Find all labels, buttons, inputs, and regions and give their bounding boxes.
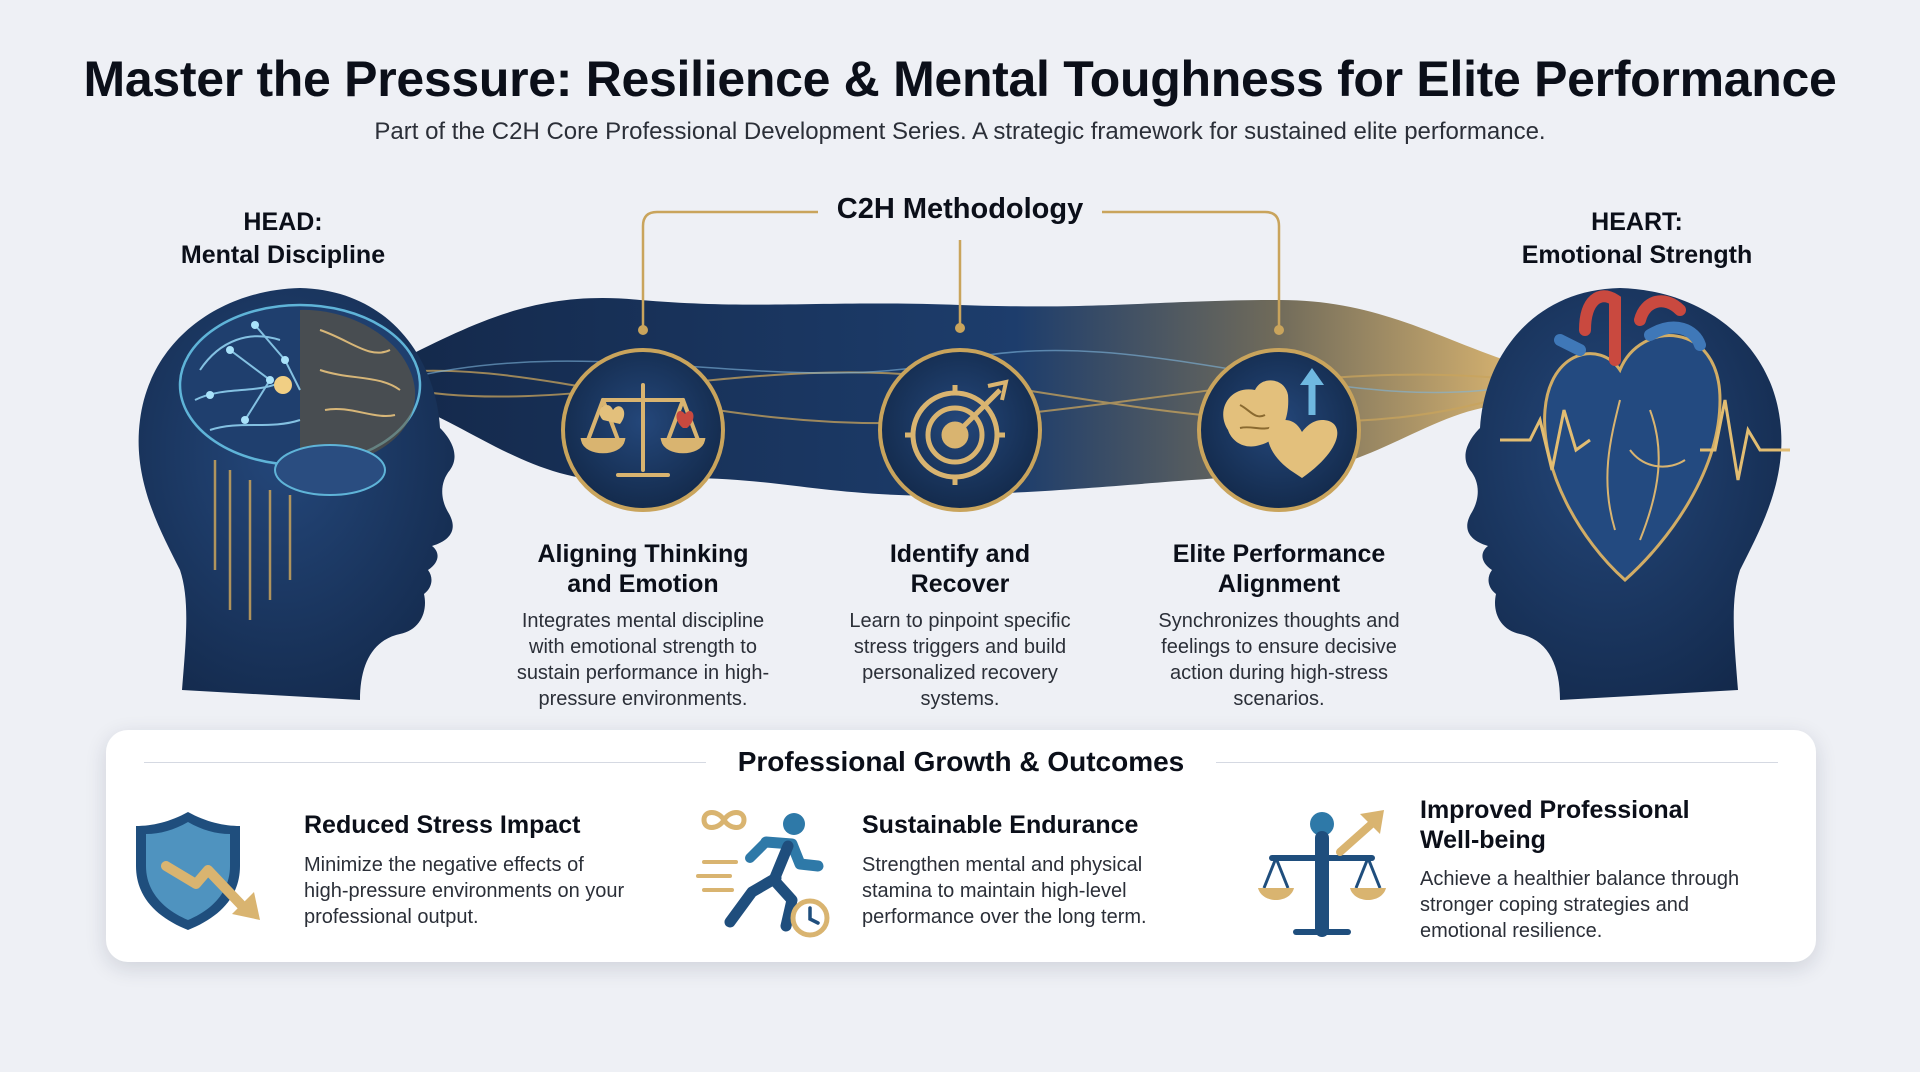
methodology-label: C2H Methodology	[836, 193, 1084, 225]
heart-label: HEART: Emotional Strength	[1521, 208, 1753, 269]
head-label: HEAD: Mental Discipline	[180, 208, 386, 269]
target-arrow-icon	[905, 379, 1009, 485]
outcome-title-2: Sustainable Endurance	[862, 811, 1139, 839]
stage-title-3: Elite Performance Alignment	[1172, 540, 1386, 598]
shield-down-arrow-icon	[136, 812, 260, 930]
stage-desc-1: Integrates mental discipline with emotio…	[516, 610, 770, 710]
balance-person-icon	[1258, 810, 1386, 937]
heart-head-silhouette	[1465, 288, 1790, 700]
outcomes-panel: Professional Growth & Outcomes Reduced S…	[106, 730, 1816, 962]
outcome-title-3: Improved Professional Well-being	[1420, 796, 1690, 854]
outcome-desc-1: Minimize the negative effects of high-pr…	[304, 854, 625, 928]
heartbeat-line	[1500, 399, 1790, 481]
brain-heart-arrow-up-icon	[1223, 368, 1338, 478]
runner-clock-icon	[696, 810, 830, 938]
heart-icon	[1543, 290, 1722, 583]
divider	[1216, 762, 1778, 763]
stage-medallion-3	[1197, 348, 1361, 512]
page-title: Master the Pressure: Resilience & Mental…	[83, 51, 1837, 107]
c2h-diagram	[138, 210, 1790, 700]
stage-medallion-1	[561, 348, 725, 512]
page-subtitle: Part of the C2H Core Professional Develo…	[374, 118, 1546, 145]
stage-title-2: Identify and Recover	[889, 540, 1031, 598]
scale-brain-heart-icon	[580, 383, 706, 477]
stage-medallion-2	[878, 348, 1042, 512]
stage-title-1: Aligning Thinking and Emotion	[537, 540, 749, 598]
outcome-desc-3: Achieve a healthier balance through stro…	[1420, 868, 1740, 942]
outcome-title-1: Reduced Stress Impact	[304, 811, 581, 839]
outcome-desc-2: Strengthen mental and physical stamina t…	[862, 854, 1147, 928]
methodology-bracket	[641, 210, 1281, 330]
stage-desc-2: Learn to pinpoint specific stress trigge…	[849, 610, 1071, 710]
stage-desc-3: Synchronizes thoughts and feelings to en…	[1158, 610, 1400, 710]
head-silhouette	[138, 288, 455, 700]
outcomes-title: Professional Growth & Outcomes	[737, 746, 1185, 777]
divider	[144, 762, 706, 763]
